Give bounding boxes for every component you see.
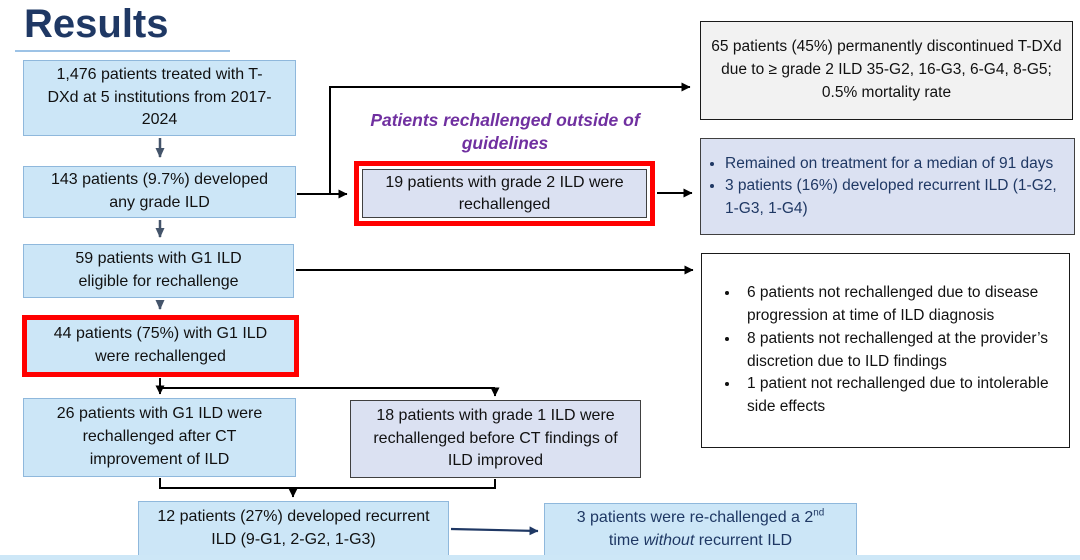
box-rechallenged-after-ct-text: 26 patients with G1 ILD were rechallenge…	[56, 405, 263, 468]
box-permanently-discontinued-text: 65 patients (45%) permanently discontinu…	[711, 38, 1062, 101]
list-item: 6 patients not rechallenged due to disea…	[740, 282, 1061, 328]
box-grade2-rechallenged-text: 19 patients with grade 2 ILD were rechal…	[385, 173, 624, 213]
box-rechallenged-before-ct-text: 18 patients with grade 1 ILD were rechal…	[373, 406, 618, 470]
box-total-patients: 1,476 patients treated with T-DXd at 5 i…	[23, 60, 296, 136]
box-grade2-rechallenged-highlight: 19 patients with grade 2 ILD were rechal…	[354, 161, 655, 226]
list-item: Remained on treatment for a median of 91…	[725, 153, 1066, 175]
box-rechallenged-after-ct: 26 patients with G1 ILD were rechallenge…	[23, 398, 296, 477]
box-any-grade-ild-text: 143 patients (9.7%) developed any grade …	[50, 171, 269, 211]
box-grade2-rechallenged: 19 patients with grade 2 ILD were rechal…	[362, 169, 647, 218]
box-rechallenged-before-ct: 18 patients with grade 1 ILD were rechal…	[350, 400, 641, 478]
slide-title: Results	[24, 2, 169, 46]
box-permanently-discontinued: 65 patients (45%) permanently discontinu…	[700, 21, 1073, 120]
label-outside-guidelines: Patients rechallenged outside of guideli…	[370, 110, 640, 153]
box-g1-rechallenged-text: 44 patients (75%) with G1 ILD were recha…	[53, 325, 268, 365]
box-any-grade-ild: 143 patients (9.7%) developed any grade …	[23, 166, 296, 218]
emphasis-without: without	[643, 532, 695, 549]
slide-bottom-strip	[0, 555, 1080, 560]
list-item: 1 patient not rechallenged due to intole…	[740, 373, 1061, 419]
box-second-rechallenge-text: 3 patients were re-challenged a 2nd time…	[576, 507, 825, 549]
box-not-rechallenged-reasons: 6 patients not rechallenged due to disea…	[701, 253, 1070, 448]
box-g1-rechallenged-highlighted: 44 patients (75%) with G1 ILD were recha…	[22, 315, 299, 377]
list-item: 8 patients not rechallenged at the provi…	[740, 328, 1061, 374]
box-second-rechallenge: 3 patients were re-challenged a 2nd time…	[544, 503, 857, 557]
title-underline	[15, 50, 230, 52]
box-eligible-rechallenge: 59 patients with G1 ILD eligible for rec…	[23, 244, 294, 298]
box-eligible-rechallenge-text: 59 patients with G1 ILD eligible for rec…	[75, 250, 242, 290]
not-rechallenged-list: 6 patients not rechallenged due to disea…	[702, 282, 1069, 419]
list-item: 3 patients (16%) developed recurrent ILD…	[725, 175, 1066, 220]
grade2-outcomes-list: Remained on treatment for a median of 91…	[701, 153, 1074, 220]
connector-recurrent-to-second	[450, 526, 539, 536]
box-total-patients-text: 1,476 patients treated with T-DXd at 5 i…	[47, 65, 272, 129]
box-recurrent-ild-text: 12 patients (27%) developed recurrent IL…	[157, 507, 430, 548]
box-grade2-outcomes: Remained on treatment for a median of 91…	[700, 138, 1075, 235]
ordinal-superscript: nd	[813, 507, 825, 519]
box-recurrent-ild: 12 patients (27%) developed recurrent IL…	[138, 501, 449, 556]
